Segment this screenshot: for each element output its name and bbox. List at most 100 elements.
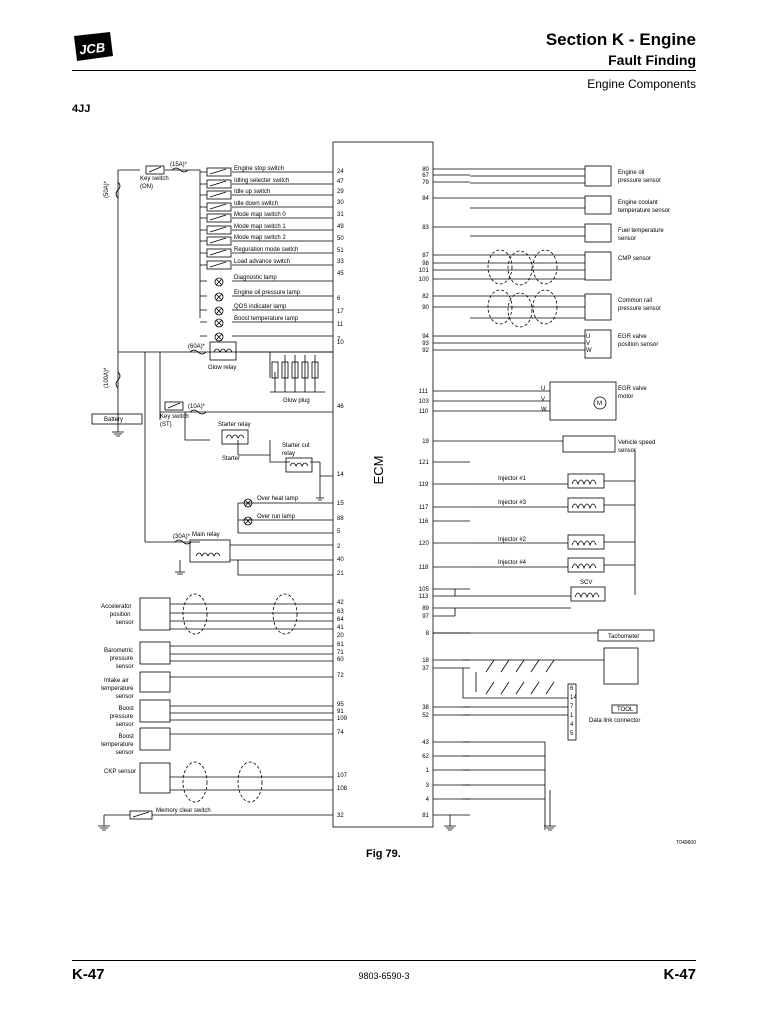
ecm-pin-30: 30 [337,200,344,206]
model-label: 4JJ [72,103,91,115]
ecm-pin-40: 40 [337,557,344,563]
cmp-sensor-box [584,251,612,281]
switch-icon [206,248,232,258]
engine-oil-pressure-sensor-label: Engine oil [618,170,644,176]
fuse-60a [189,349,207,355]
dlc-pin-7: 7 [570,704,574,710]
battery-label: Battery [104,417,123,423]
engine-coolant-temperature-sensor-box [584,195,612,215]
topic-title: Engine Components [587,77,696,91]
ecm-pin-6: 6 [337,296,341,302]
footer-rule [72,960,696,961]
shield-icon [487,289,513,325]
shield-icon [237,761,263,803]
glow-plug-icon [301,361,309,379]
wire [470,504,635,508]
ecm-pin-31: 31 [337,212,344,218]
ecm-pin-74: 74 [337,730,344,736]
ecm-pin-21: 21 [337,571,344,577]
boost-pressure-sensor-box [139,699,171,723]
tachometer-label: Tachometer [608,634,639,640]
boost-pressure-sensor-label: pressure [110,714,134,720]
switch-contact [209,203,227,210]
key-switch-on-icon [145,165,165,175]
lamp-cross [215,293,223,301]
ecm-pin-14: 14 [337,472,344,478]
switch-contact [209,249,227,256]
ecm-pin-107: 107 [337,773,348,779]
ecm-pin-110: 110 [419,409,429,415]
ecm-pin-20: 20 [337,633,344,639]
accelerator-position-sensor-label: sensor [116,620,134,626]
header-rule [72,70,696,71]
vehicle-speed-sensor-box [562,435,616,453]
main-relay-icon [189,539,231,563]
twist-mark [530,659,540,695]
fuse-30a [174,539,192,545]
v-label: V [586,341,590,347]
shield-icon [487,249,513,285]
accelerator-position-sensor-box [139,597,171,631]
ecm-pin-97: 97 [422,614,429,620]
w-label: W [586,348,592,354]
lamp-icon [214,292,224,302]
switch-contact [209,191,227,198]
over-heat-lamp-icon [243,498,253,508]
label-mode-map-switch-1: Mode map switch 1 [234,224,286,230]
lamp-cross [215,319,223,327]
label-idling-selecter-switch: Idling selecter switch [234,178,289,184]
intake-air-temperature-sensor-label: Intake air [104,678,129,684]
injector-label: Injector #2 [498,537,527,543]
switch-icon [206,179,232,189]
ckp-sensor-box [139,762,171,794]
tool-label: TOOL [617,707,634,713]
boost-temperature-sensor-label: temperature [101,742,134,748]
switch-contact [209,261,227,268]
starter-relay-label: Starter relay [218,422,251,428]
ecm-pin-52: 52 [422,713,429,719]
injector-label: Injector #4 [498,560,527,566]
twist-mark [485,659,495,695]
injector-coil [571,479,597,486]
starter-relay-icon [221,429,249,445]
ecm-pin-41: 41 [337,625,344,631]
ecm-pin-8: 8 [426,631,430,637]
shield-icon [272,593,298,635]
ecm-pin-67: 67 [422,173,429,179]
lamp-icon [214,277,224,287]
switch-icon [206,225,232,235]
lamp-icon [214,318,224,328]
w-label: W [541,407,547,413]
ecm-pin-17: 17 [337,309,344,315]
ecm-pin-113: 113 [419,594,429,600]
ecm-pin-5: 5 [337,529,341,535]
ecm-pin-98: 98 [422,261,429,267]
ecm-label: ECM [371,456,386,485]
ecm-pin-81: 81 [422,813,429,819]
data-link-connector-box [567,683,577,741]
scv-label: SCV [580,580,592,586]
ecm-pin-50: 50 [337,236,344,242]
reference-code: T049600 [676,840,696,846]
barometric-pressure-sensor-box [139,641,171,665]
shield-icon [507,292,533,328]
ecm-pin-11: 11 [337,322,344,328]
barometric-pressure-sensor-label: Barometric [104,648,133,654]
ecm-pin-71: 71 [337,650,344,656]
ecm-pin-79: 79 [422,180,429,186]
section-title: Section K - Engine [545,30,696,49]
jcb-logo: JCB [74,32,113,61]
dlc-pin-4: 4 [570,722,574,728]
starter-cut-relay-icon [285,457,313,473]
injector-label: Injector #1 [498,476,527,482]
over-heat-lamp-label: Over heat lamp [257,496,299,502]
switch-contact [209,237,227,244]
glow-relay-icon [209,341,237,361]
ecm-pin-24: 24 [337,169,344,175]
ecm-pin-90: 90 [422,305,429,311]
ecm-pin-46: 46 [337,404,344,410]
engine-oil-pressure-sensor-box [584,165,612,187]
ecm-pin-109: 109 [337,716,348,722]
ecm-pin-111: 111 [419,389,429,395]
fuel-temperature-sensor-box [584,223,612,243]
